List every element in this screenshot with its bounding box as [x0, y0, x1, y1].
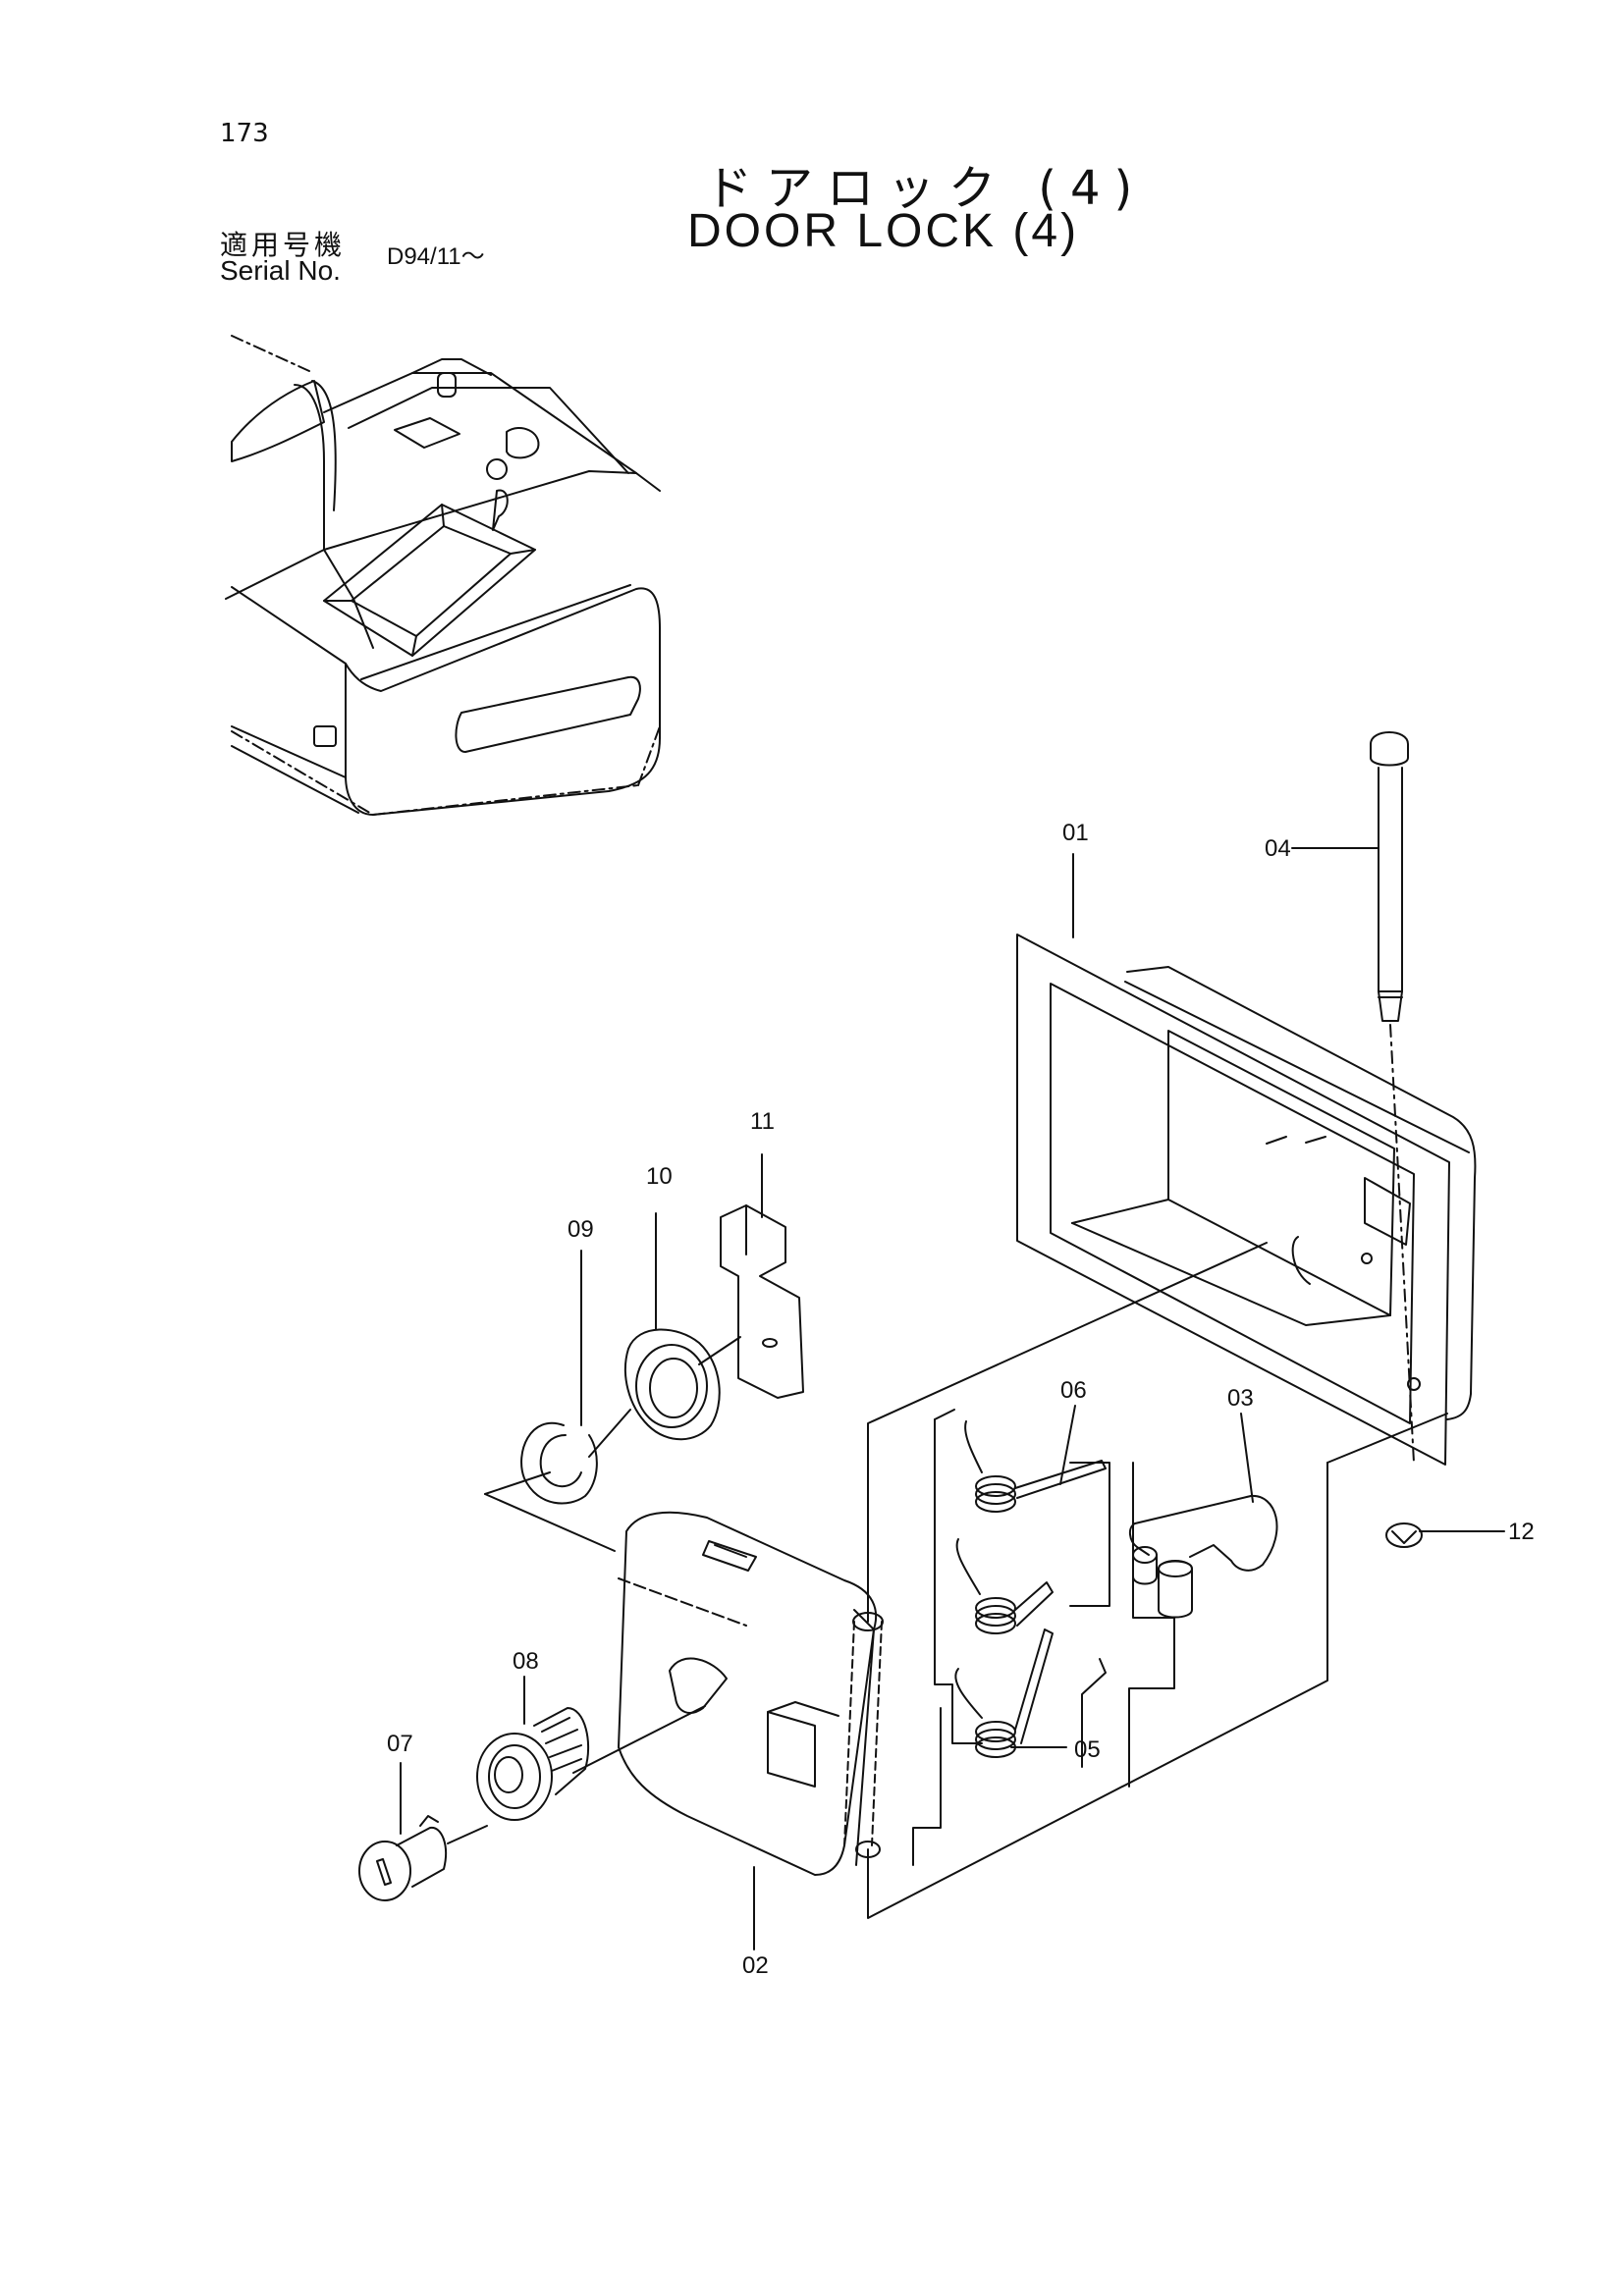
part-11-plate [720, 1204, 804, 1399]
part-10-nut [624, 1328, 721, 1441]
serial-range: D94/11～ [387, 243, 485, 270]
part-09-snap-ring [520, 1421, 598, 1505]
label-06: 06 [1060, 1377, 1087, 1404]
part-03-lever [1129, 1494, 1278, 1619]
part-04-pin [1370, 731, 1415, 1464]
title-japanese: ドアロック (4) [705, 161, 1147, 216]
label-08: 08 [513, 1648, 539, 1675]
label-10: 10 [646, 1163, 673, 1190]
label-09: 09 [568, 1216, 594, 1243]
label-01: 01 [1062, 820, 1089, 846]
machine-overview-drawing [225, 335, 661, 816]
part-01-housing [1016, 934, 1477, 1466]
label-03: 03 [1227, 1385, 1254, 1412]
part-05-spring-upper [955, 1538, 1054, 1634]
title-english: DOOR LOCK (4) [687, 205, 1080, 257]
part-07-key-cylinder [358, 1815, 448, 1901]
label-04: 04 [1265, 835, 1291, 862]
label-11: 11 [750, 1108, 775, 1135]
serial-label-japanese: 適用号機 [220, 229, 347, 261]
assembly-lines [400, 847, 1505, 1950]
label-02: 02 [742, 1952, 769, 1979]
part-02-lock-body [618, 1511, 884, 1876]
page-number: 173 [220, 119, 269, 148]
part-06-spring [964, 1420, 1107, 1513]
label-07: 07 [387, 1731, 413, 1757]
part-labels: 01 04 12 11 10 09 06 03 05 08 07 02 [387, 820, 1535, 1979]
part-05-spring-lower [954, 1629, 1054, 1758]
serial-label-english: Serial No. [220, 255, 341, 286]
part-08-bushing [476, 1707, 590, 1821]
label-05: 05 [1074, 1736, 1101, 1763]
part-12-e-ring [1385, 1522, 1423, 1548]
label-12: 12 [1508, 1519, 1535, 1545]
